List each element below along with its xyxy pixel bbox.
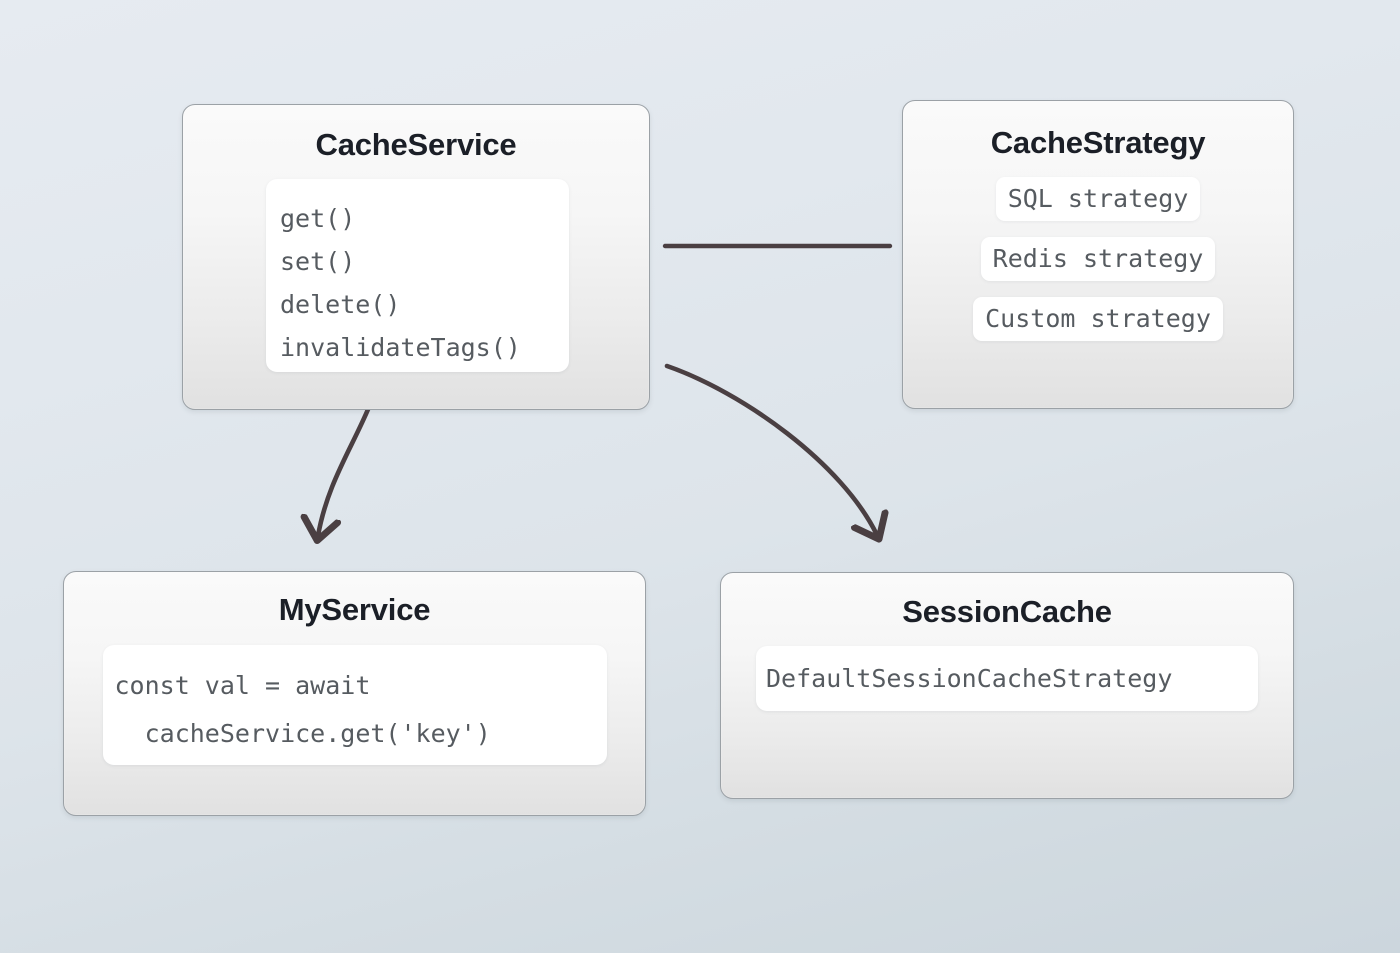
node-sessioncache-title: SessionCache [902,594,1112,629]
node-cachestrategy-title: CacheStrategy [990,125,1206,160]
node-sessioncache-strategy-panel: DefaultSessionCacheStrategy [756,646,1258,711]
node-cachestrategy[interactable]: CacheStrategy SQL strategy Redis strateg… [902,100,1294,409]
method-get: get() [280,204,356,233]
node-sessioncache[interactable]: SessionCache DefaultSessionCacheStrategy [720,572,1294,799]
method-set: set() [280,247,356,276]
connector-cacheservice-sessioncache [664,363,877,535]
node-cacheservice-methods-panel: get() set() delete() invalidateTags() [266,179,569,372]
node-myservice[interactable]: MyService const val = await cacheService… [63,571,646,816]
node-cacheservice[interactable]: CacheService get() set() delete() invali… [182,104,650,410]
node-cacheservice-title: CacheService [315,127,517,162]
strategy-chip-custom[interactable]: Custom strategy [973,297,1223,341]
method-delete: delete() [280,290,401,319]
code-line-1: const val = await [114,671,371,700]
code-line-2: cacheService.get('key') [114,719,491,748]
strategy-chip-redis[interactable]: Redis strategy [980,237,1216,281]
strategy-chip-list: SQL strategy Redis strategy Custom strat… [903,177,1293,341]
strategy-chip-sql[interactable]: SQL strategy [995,177,1201,221]
method-invalidate-tags: invalidateTags() [280,333,521,362]
connector-cacheservice-myservice [318,404,372,536]
node-myservice-code-panel: const val = await cacheService.get('key'… [102,645,607,765]
default-session-cache-strategy-label: DefaultSessionCacheStrategy [766,663,1173,693]
node-myservice-title: MyService [278,592,431,627]
